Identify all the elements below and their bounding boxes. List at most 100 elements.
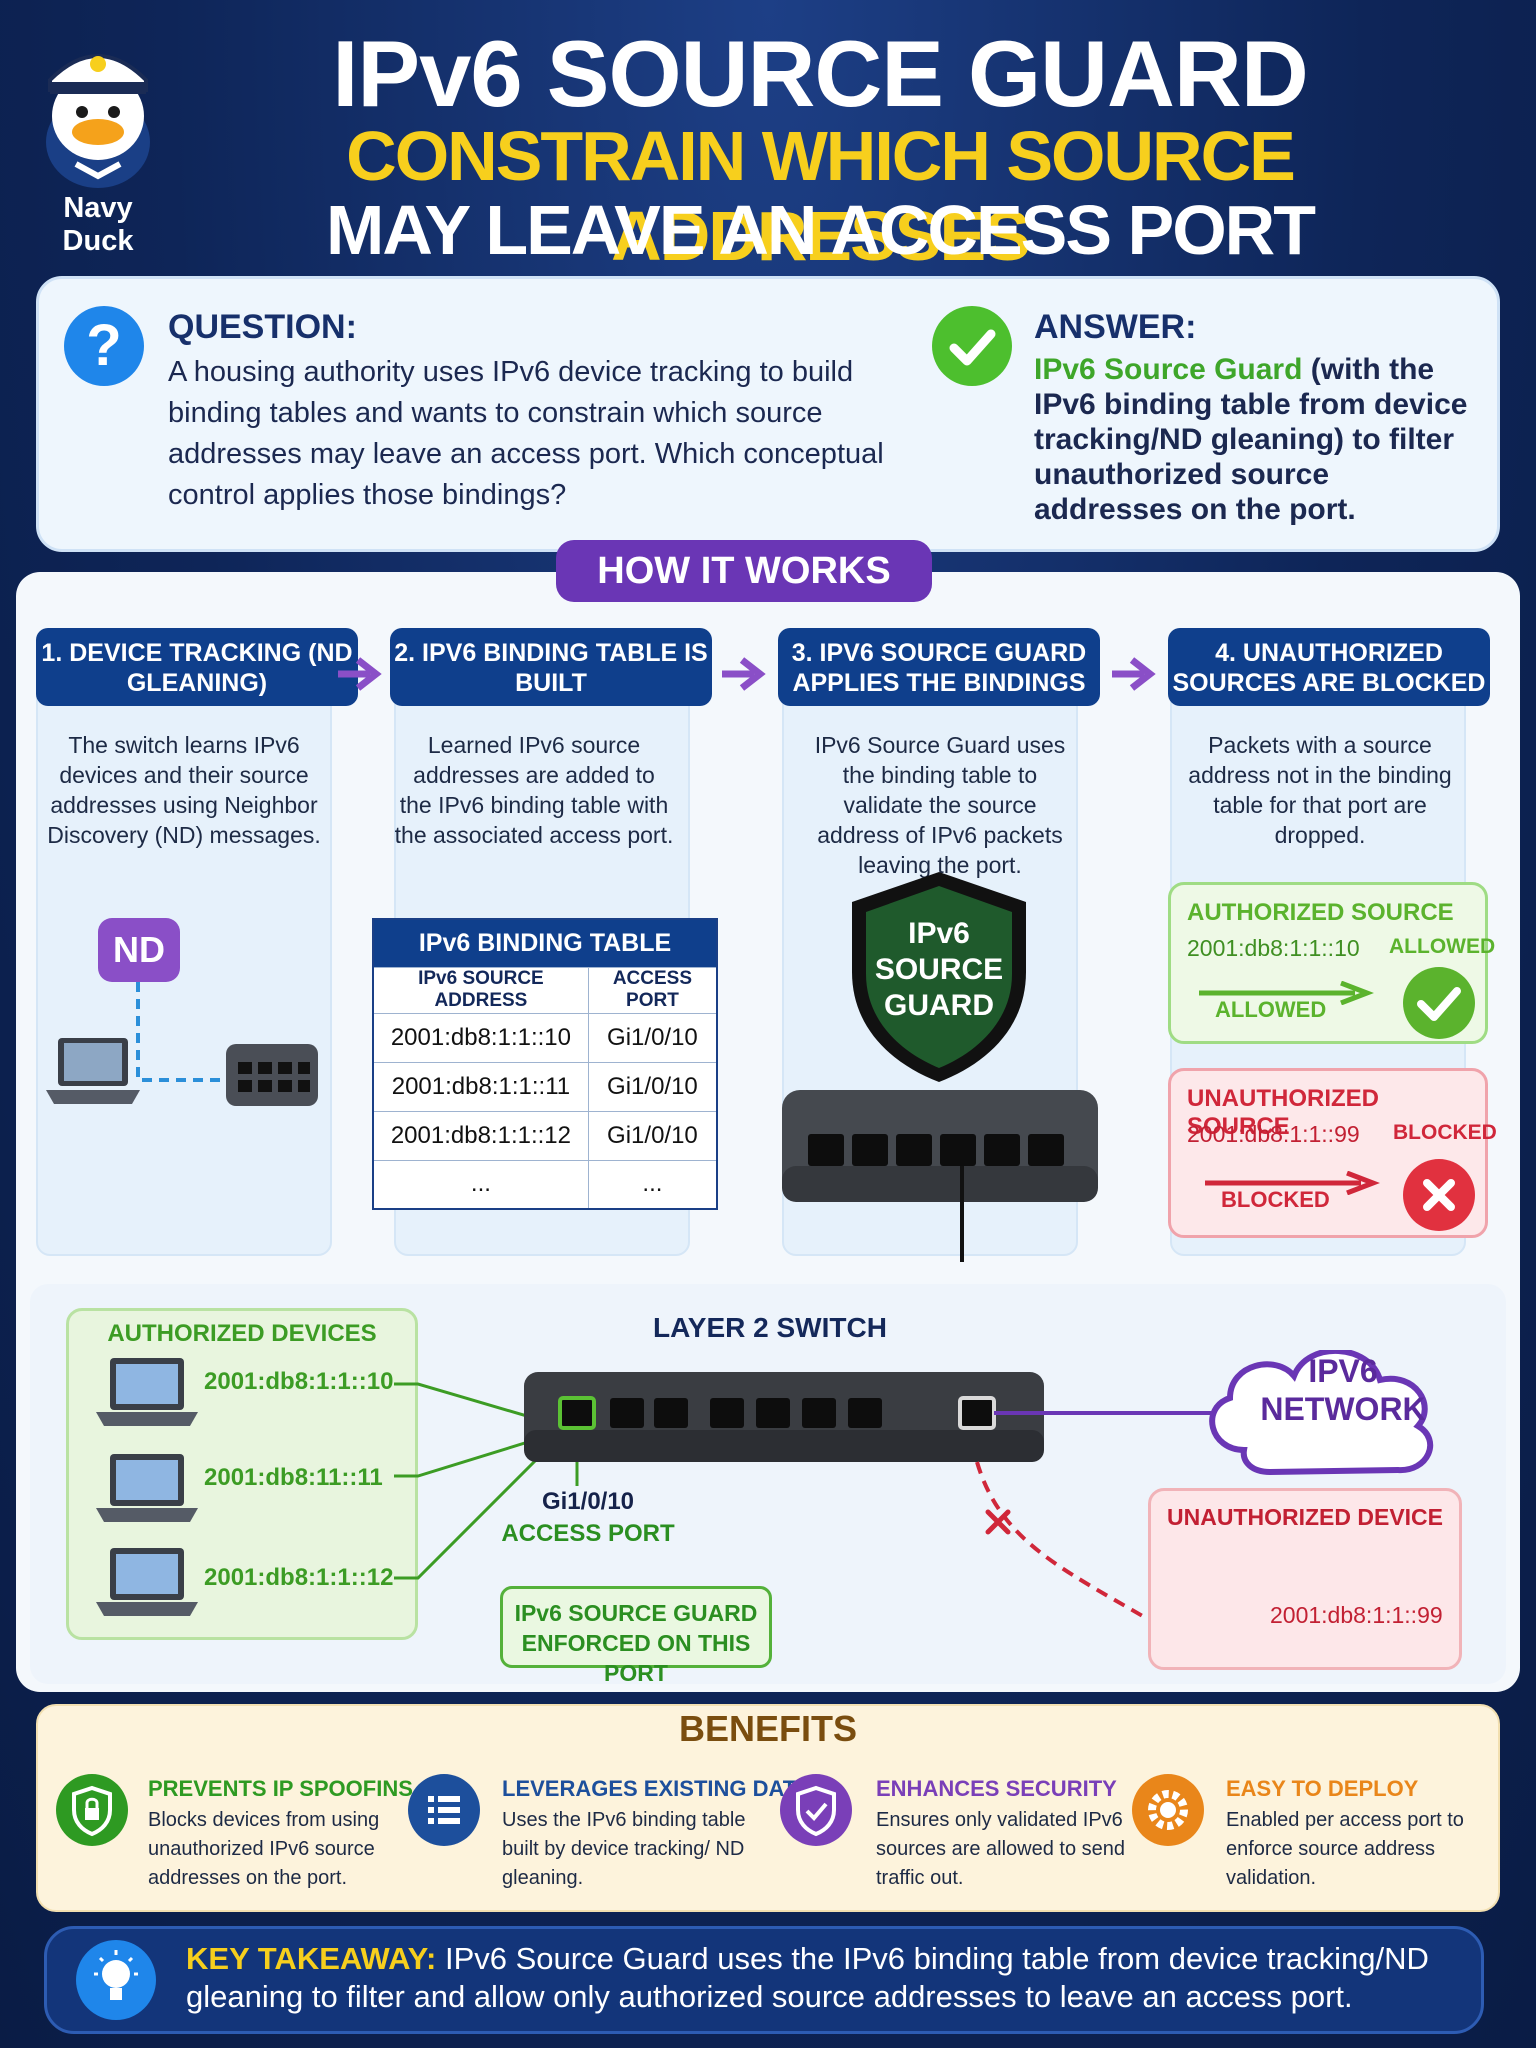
benefit-title: LEVERAGES EXISTING DATA <box>502 1776 811 1801</box>
lightbulb-icon <box>76 1940 156 2020</box>
duck-mascot-icon <box>46 54 150 188</box>
laptop-icon <box>96 1358 198 1426</box>
table-cell: Gi1/0/10 <box>587 1012 718 1063</box>
switch-icon <box>524 1372 1044 1462</box>
table-cell: 2001:db8:1:1::12 <box>372 1110 589 1161</box>
unauthorized-device-title: UNAUTHORIZED DEVICE <box>1166 1504 1443 1530</box>
nd-link-diagram <box>46 982 318 1106</box>
page-subtitle-line2: MAY LEAVE AN ACCESS PORT <box>326 191 1316 269</box>
authorized-device-address: 2001:db8:1:1::12 <box>204 1564 394 1591</box>
lock-shield-icon <box>56 1774 128 1846</box>
gear-icon <box>1132 1774 1204 1846</box>
check-shield-icon <box>780 1774 852 1846</box>
allowed-status: ALLOWED <box>1389 935 1496 958</box>
allowed-arrow-label: ALLOWED <box>1215 997 1327 1022</box>
unauthorized-device-address: 2001:db8:1:1::99 <box>1270 1602 1443 1628</box>
step-3-title: 3. IPV6 SOURCE GUARD APPLIES THE BINDING… <box>778 628 1100 706</box>
x-icon <box>985 1509 1011 1535</box>
key-takeaway-banner <box>44 1926 1484 2034</box>
shield-text-line: SOURCE <box>874 953 1004 986</box>
authorized-devices-title: AUTHORIZED DEVICES <box>107 1320 377 1347</box>
answer-label: ANSWER: <box>1034 308 1197 346</box>
cloud-icon <box>1209 1350 1433 1476</box>
how-it-works-label: HOW IT WORKS <box>556 540 932 602</box>
key-takeaway-body: IPv6 Source Guard uses the IPv6 binding … <box>186 1941 1429 2014</box>
benefit-text: Blocks devices from using unauthorized I… <box>148 1809 380 1889</box>
table-cell: ... <box>587 1159 718 1210</box>
x-icon <box>1403 1159 1475 1231</box>
navy-duck-logo: Navy Duck <box>28 24 168 257</box>
page-title: IPv6 SOURCE GUARD <box>332 21 1308 126</box>
unauthorized-source-box: UNAUTHORIZED SOURCE 2001:db8:1:1::99 BLO… <box>1168 1068 1497 1238</box>
benefit-title: PREVENTS IP SPOOFINS <box>148 1776 413 1801</box>
table-cell: 2001:db8:1:1::11 <box>372 1061 589 1112</box>
shield-label: IPv6 SOURCE GUARD <box>846 916 1032 1024</box>
authorized-source-box: AUTHORIZED SOURCE 2001:db8:1:1::10 ALLOW… <box>1168 882 1495 1044</box>
step-2-description: Learned IPv6 source addresses are added … <box>394 732 674 848</box>
access-port-label: ACCESS PORT <box>501 1520 675 1547</box>
benefit-text: Ensures only validated IPv6 sources are … <box>876 1809 1126 1889</box>
shield-icon <box>852 872 1026 1082</box>
checkmark-icon <box>1403 967 1475 1039</box>
step-4-title: 4. UNAUTHORIZED SOURCES ARE BLOCKED <box>1168 628 1490 706</box>
unauthorized-source-title: UNAUTHORIZED SOURCE <box>1187 1085 1379 1140</box>
binding-table-title: IPv6 BINDING TABLE <box>373 919 717 967</box>
answer-body: (with the IPv6 binding table from device… <box>1034 353 1468 526</box>
benefit-title: ENHANCES SECURITY <box>876 1776 1117 1801</box>
benefits-title: BENEFITS <box>678 1708 857 1749</box>
step-1-title: 1. DEVICE TRACKING (ND GLEANING) <box>36 628 358 706</box>
column-header: IPv6 SOURCE ADDRESS <box>372 966 589 1014</box>
benefit-text: Enabled per access port to enforce sourc… <box>1226 1809 1464 1889</box>
nd-message-bubble: ND <box>98 918 180 982</box>
answer-text: IPv6 Source Guard (with the IPv6 binding… <box>1034 352 1474 527</box>
shield-text-line: GUARD <box>884 989 994 1022</box>
authorized-device-address: 2001:db8:1:1::10 <box>204 1368 394 1395</box>
step-1-column <box>36 628 332 1256</box>
switch-label: LAYER 2 SWITCH <box>653 1312 887 1343</box>
question-label: QUESTION: <box>168 308 357 346</box>
shield-text-line: IPv6 <box>908 917 970 950</box>
blocked-status: BLOCKED <box>1393 1121 1497 1144</box>
binding-table: IPv6 BINDING TABLE IPv6 SOURCE ADDRESS A… <box>372 918 718 1210</box>
switch-icon <box>226 1044 318 1106</box>
authorized-source-address: 2001:db8:1:1::10 <box>1187 935 1360 961</box>
authorized-source-title: AUTHORIZED SOURCE <box>1187 899 1454 926</box>
brand-name: Navy Duck <box>62 192 134 257</box>
switch-icon <box>782 1090 1098 1262</box>
port-name: Gi1/0/10 <box>541 1488 635 1515</box>
question-answer-panel <box>36 276 1500 552</box>
benefits-panel <box>36 1704 1500 1912</box>
question-text: A housing authority uses IPv6 device tra… <box>168 356 884 511</box>
table-cell: 2001:db8:1:1::10 <box>372 1012 589 1063</box>
key-takeaway-text: KEY TAKEAWAY: IPv6 Source Guard uses the… <box>186 1940 1466 2016</box>
step-3-description: IPv6 Source Guard uses the binding table… <box>814 732 1066 878</box>
step-4-description: Packets with a source address not in the… <box>1188 732 1452 848</box>
arrow-right-icon <box>1199 981 1374 1005</box>
checkmark-icon <box>932 306 1012 386</box>
table-cell: Gi1/0/10 <box>587 1110 718 1161</box>
page-subtitle-line1: CONSTRAIN WHICH SOURCE ADDRESSES <box>346 117 1296 275</box>
unauthorized-source-address: 2001:db8:1:1::99 <box>1187 1121 1360 1147</box>
benefit-title: EASY TO DEPLOY <box>1226 1776 1419 1801</box>
table-cell: ... <box>372 1159 589 1210</box>
unauthorized-device-box <box>1148 1488 1462 1670</box>
guard-enforced-note: IPv6 SOURCE GUARD ENFORCED ON THIS PORT <box>500 1586 772 1686</box>
laptop-icon <box>96 1454 198 1522</box>
blocked-arrow-label: BLOCKED <box>1221 1187 1330 1212</box>
question-mark-icon: ? <box>64 306 144 386</box>
answer-highlight: IPv6 Source Guard <box>1034 353 1303 386</box>
ipv6-network-label: IPV6 NETWORK <box>1260 1353 1426 1427</box>
laptop-icon <box>46 1038 140 1104</box>
laptop-icon <box>96 1548 198 1616</box>
column-header: ACCESS PORT <box>587 966 718 1014</box>
arrow-right-icon <box>722 657 766 691</box>
benefit-text: Uses the IPv6 binding table built by dev… <box>502 1809 746 1889</box>
list-icon <box>408 1774 480 1846</box>
arrow-right-icon <box>1112 657 1156 691</box>
table-row: ...... <box>372 1159 718 1210</box>
arrow-right-icon <box>1205 1171 1380 1195</box>
arrow-right-icon <box>338 657 382 691</box>
